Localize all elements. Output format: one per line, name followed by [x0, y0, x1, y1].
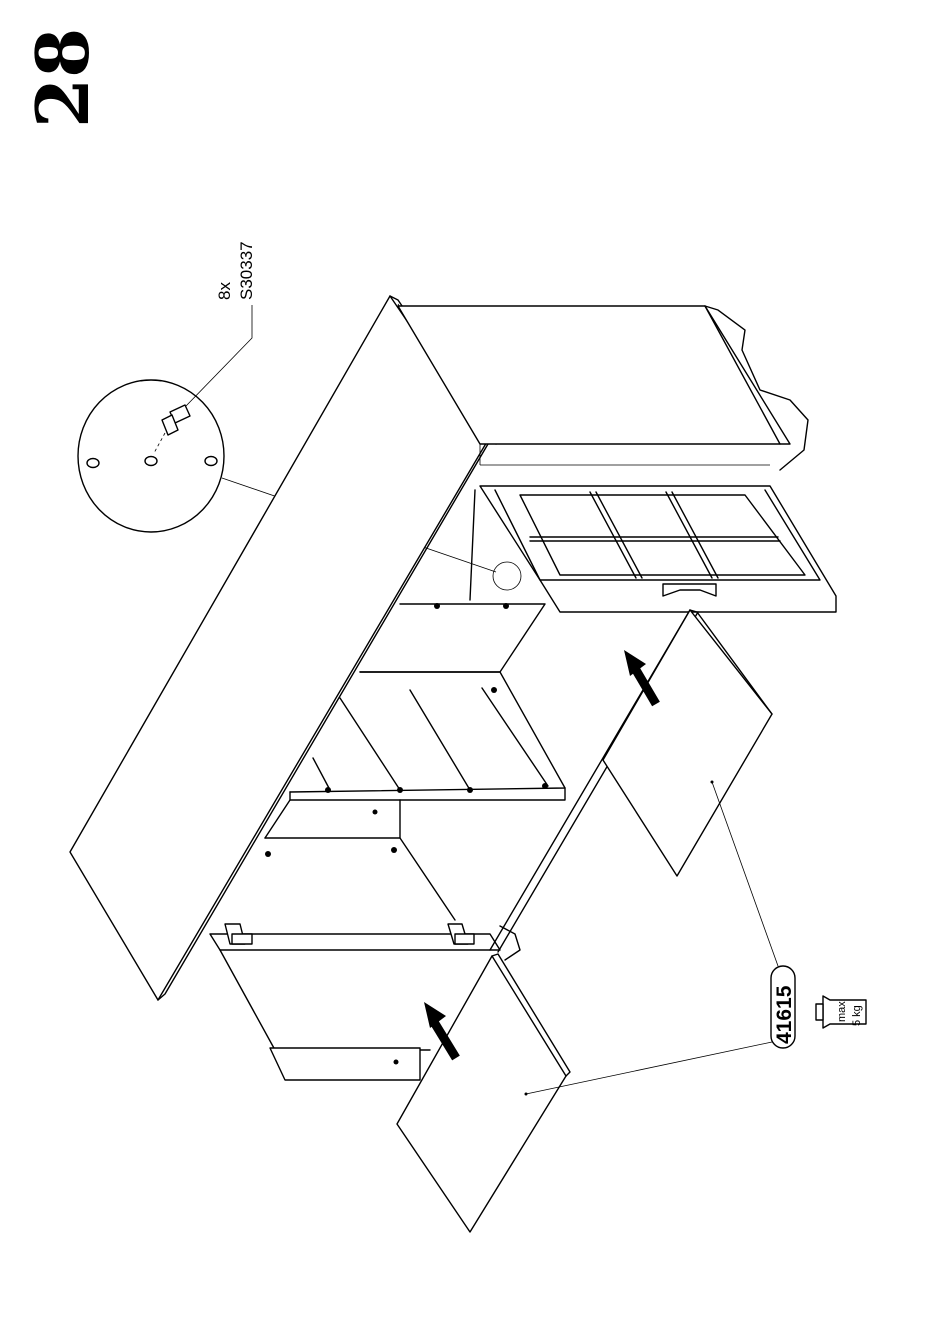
step-number: 28 [20, 28, 105, 128]
hinge-icon [455, 934, 474, 944]
hardware-leader-line [186, 305, 252, 406]
glass-door [480, 486, 836, 612]
shelf-pin-icon [325, 787, 331, 793]
door-part-number: 41615 [773, 985, 796, 1044]
hole-icon [87, 459, 99, 468]
shelf-pin-icon [467, 787, 473, 793]
shelf-pin-icon [542, 783, 548, 789]
weight-limit-value: 5 kg [851, 1005, 863, 1026]
door-panel-left [397, 954, 570, 1232]
hardware-code: S30337 [237, 241, 256, 300]
shelf-pin-icon [397, 787, 403, 793]
weight-limit-icon: max 5 kg [816, 996, 866, 1028]
detail-circle [78, 380, 224, 532]
door-part-label: 41615 [771, 966, 796, 1048]
part-leader-right [712, 782, 778, 966]
weight-limit-label: max [836, 1001, 848, 1022]
hinge-icon [232, 934, 252, 944]
shelf-pin-icon [391, 847, 397, 853]
hardware-quantity: 8x [215, 282, 234, 300]
shelf-pin-icon [154, 405, 190, 453]
hardware-label: 8x S30337 [215, 241, 256, 300]
detail-target-circle [493, 562, 521, 590]
cabinet-top [70, 296, 496, 1000]
shelf-pin-icon [503, 603, 509, 609]
door-panel-right [603, 610, 772, 876]
shelf-pin-icon [434, 603, 440, 609]
hole-icon [205, 457, 217, 466]
shelf-pin-icon [491, 687, 497, 693]
part-leader-left [526, 1042, 772, 1094]
shelf-pin-icon [373, 810, 378, 815]
shelf-pin-icon [265, 851, 271, 857]
hole-icon [145, 457, 157, 466]
